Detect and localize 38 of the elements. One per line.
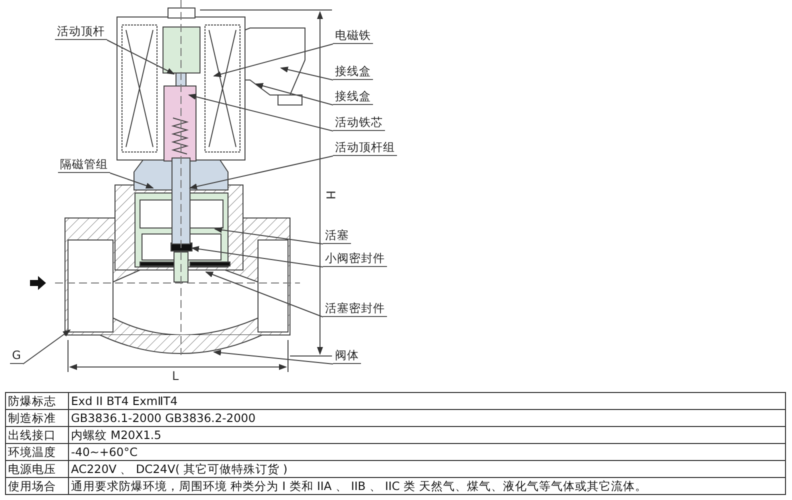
callout-label: 活动铁芯	[333, 115, 385, 131]
leader-line	[22, 329, 71, 364]
table-cell: 通用要求防爆环境，周围环境 种类分为 I 类和 IIA 、 IIB 、 IIC 类 天然气、煤气、液化气等气体或其它流体。	[68, 478, 786, 494]
leader-line	[110, 172, 154, 189]
table-cell: 使用场合	[6, 478, 68, 494]
table-cell: 出线接口	[6, 426, 68, 444]
leader-line	[189, 156, 334, 190]
callout-label: 活动顶杆	[55, 24, 107, 40]
callout-label: 阀体	[333, 348, 361, 364]
table-cell: -40~+60°C	[68, 444, 786, 460]
callout-label: 电磁铁	[333, 28, 373, 44]
table-cell: 制造标准	[6, 410, 68, 426]
table-cell: AC220V 、 DC24V( 其它可做特殊订货 )	[68, 460, 786, 478]
table-cell: Exd II BT4 ExmⅡT4	[68, 392, 786, 410]
table-cell: 电源电压	[6, 460, 68, 478]
table-cell: 防爆标志	[6, 392, 68, 410]
leader-line	[213, 44, 334, 78]
callout-label: 接线盒	[333, 89, 373, 105]
table-cell: 环境温度	[6, 444, 68, 460]
table-cell: 内螺纹 M20X1.5	[68, 426, 786, 444]
callout-label: 活塞	[323, 228, 351, 244]
leader-line	[280, 66, 334, 80]
leader-line	[106, 40, 175, 74]
callout-label: 隔磁管组	[58, 157, 110, 173]
callout-label: 接线盒	[333, 64, 373, 80]
leader-line	[188, 94, 334, 132]
callout-label: 小阀密封件	[323, 251, 387, 267]
callout-label: 活塞密封件	[323, 301, 387, 317]
leader-line	[255, 82, 334, 106]
dimension-label: H	[324, 190, 338, 200]
callout-label: 活动顶杆组	[333, 140, 397, 156]
leader-line	[205, 272, 324, 318]
leader-line	[191, 246, 324, 268]
table-cell: GB3836.1-2000 GB3836.2-2000	[68, 410, 786, 426]
callout-label: G	[10, 348, 23, 364]
leader-line	[213, 350, 334, 364]
leader-line	[214, 227, 324, 244]
dimension-label: L	[172, 369, 179, 383]
